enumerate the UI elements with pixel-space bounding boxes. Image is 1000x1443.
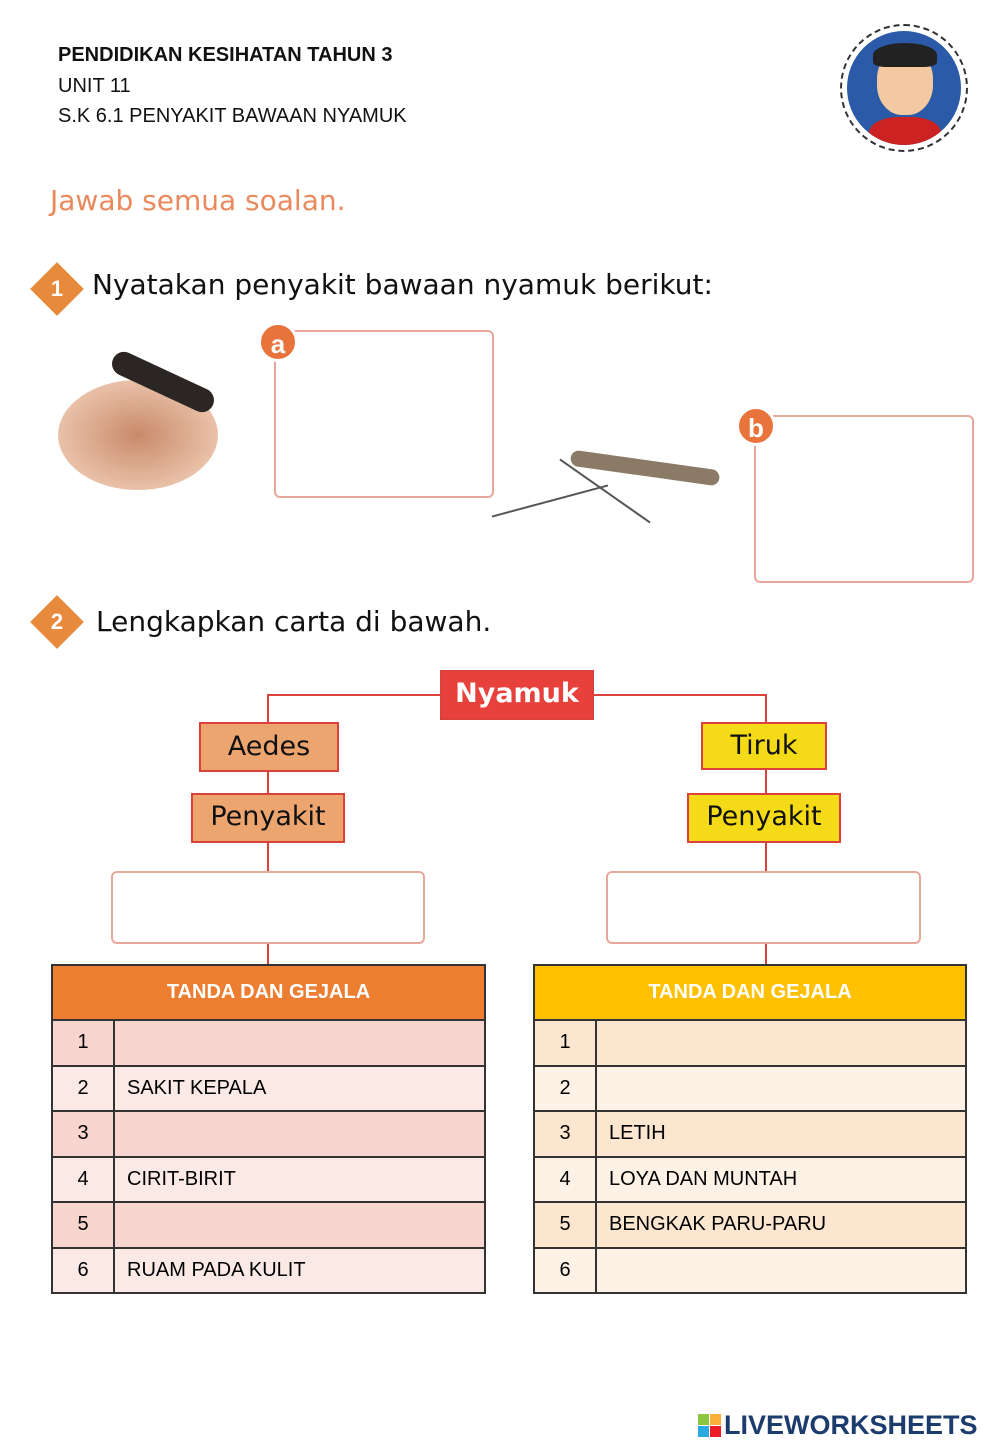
row-number: 4: [533, 1155, 597, 1203]
instruction: Jawab semua soalan.: [50, 184, 346, 217]
table-row: 1: [51, 1019, 486, 1067]
table-row: 6: [533, 1246, 967, 1294]
symptom-cell: CIRIT-BIRIT: [113, 1155, 486, 1203]
answer-box-a[interactable]: [274, 330, 494, 498]
row-number: 1: [51, 1019, 115, 1067]
symptom-cell[interactable]: [113, 1110, 486, 1158]
unit-label: UNIT 11: [58, 75, 131, 97]
table-row: 3: [51, 1110, 486, 1158]
label-a: a: [258, 322, 298, 362]
row-number: 6: [533, 1246, 597, 1294]
row-number: 4: [51, 1155, 115, 1203]
node-penyakit-right: Penyakit: [687, 793, 841, 843]
row-number: 6: [51, 1246, 115, 1294]
table-header: TANDA DAN GEJALA: [51, 964, 486, 1021]
symptom-cell[interactable]: [595, 1246, 967, 1294]
aedes-mosquito-image: [58, 330, 268, 490]
symptom-cell[interactable]: [595, 1019, 967, 1067]
symptom-cell: BENGKAK PARU-PARU: [595, 1201, 967, 1249]
answer-box-b[interactable]: [754, 415, 974, 583]
row-number: 1: [533, 1019, 597, 1067]
table-row: 2: [533, 1064, 967, 1112]
symptom-cell[interactable]: [113, 1019, 486, 1067]
table-row: 1: [533, 1019, 967, 1067]
topic-label: S.K 6.1 PENYAKIT BAWAAN NYAMUK: [58, 105, 407, 127]
question-1-text: Nyatakan penyakit bawaan nyamuk berikut:: [92, 268, 713, 301]
row-number: 2: [533, 1064, 597, 1112]
logo-icon: [698, 1414, 721, 1437]
node-penyakit-left: Penyakit: [191, 793, 345, 843]
subject-title: PENDIDIKAN KESIHATAN TAHUN 3: [58, 44, 393, 66]
question-number: 1: [50, 276, 64, 301]
question-2-text: Lengkapkan carta di bawah.: [96, 605, 492, 638]
disease-answer-left[interactable]: [111, 871, 425, 944]
row-number: 3: [533, 1110, 597, 1158]
disease-answer-right[interactable]: [606, 871, 921, 944]
symptom-cell: SAKIT KEPALA: [113, 1064, 486, 1112]
node-nyamuk: Nyamuk: [440, 670, 594, 720]
label-b: b: [736, 406, 776, 446]
liveworksheets-logo: LIVEWORKSHEETS: [698, 1410, 978, 1441]
symptom-cell: RUAM PADA KULIT: [113, 1246, 486, 1294]
logo-text: LIVEWORKSHEETS: [724, 1410, 978, 1440]
node-tiruk: Tiruk: [701, 722, 827, 770]
node-aedes: Aedes: [199, 722, 339, 772]
table-header: TANDA DAN GEJALA: [533, 964, 967, 1021]
row-number: 2: [51, 1064, 115, 1112]
symptom-cell: LOYA DAN MUNTAH: [595, 1155, 967, 1203]
symptom-cell[interactable]: [595, 1064, 967, 1112]
symptom-cell[interactable]: [113, 1201, 486, 1249]
symptom-cell: LETIH: [595, 1110, 967, 1158]
row-number: 5: [533, 1201, 597, 1249]
question-number: 2: [50, 609, 64, 634]
row-number: 3: [51, 1110, 115, 1158]
culex-mosquito-image: [490, 430, 740, 570]
row-number: 5: [51, 1201, 115, 1249]
teacher-avatar: [840, 24, 968, 152]
table-row: 5: [51, 1201, 486, 1249]
